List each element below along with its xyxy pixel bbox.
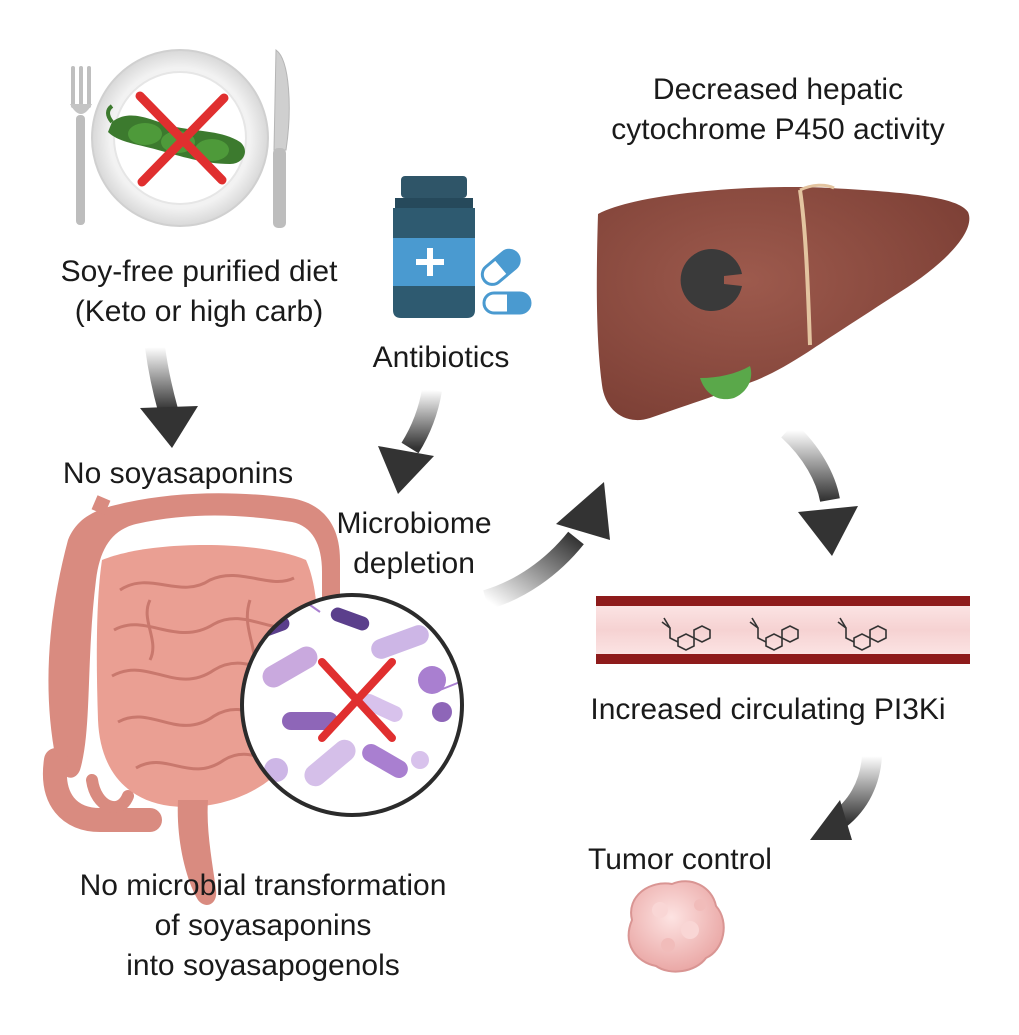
arrow-microbiome-to-liver (482, 482, 610, 610)
antibiotics-label: Antibiotics (372, 341, 510, 374)
transformation-label-line3: into soyasapogenols (126, 949, 400, 982)
diet-label-line1: Soy-free purified diet (60, 255, 338, 288)
cross-icon (135, 91, 229, 187)
arrow-antibiotics-to-microbiome (378, 388, 442, 494)
tumor-icon (627, 880, 725, 973)
bacterium (361, 694, 403, 722)
pill-bottle-icon (393, 176, 475, 318)
liver-label-line2: cytochrome P450 activity (611, 113, 945, 146)
bacterium (432, 702, 452, 722)
transformation-label-line2: of soyasaponins (154, 909, 372, 942)
transformation-label-line1: No microbial transformation (79, 869, 447, 902)
tumor-control-label: Tumor control (588, 843, 772, 876)
bacterium (330, 607, 370, 631)
fork-icon (70, 66, 92, 225)
diet-label: Soy-free purified diet (Keto or high car… (28, 252, 370, 332)
bacterium (362, 744, 408, 778)
bacterium (411, 751, 429, 769)
cross-icon (318, 658, 396, 742)
knife-icon (273, 49, 290, 228)
liver-icon (596, 183, 970, 421)
microbiome-label-line2: depletion (353, 547, 475, 580)
no-soyasaponins-label: No soyasaponins (62, 457, 294, 490)
bacterium (304, 739, 356, 787)
liver-label: Decreased hepatic cytochrome P450 activi… (572, 70, 984, 150)
liver-label-line1: Decreased hepatic (652, 73, 904, 106)
transformation-label: No microbial transformation of soyasapon… (36, 866, 490, 986)
capsule-icon (480, 248, 532, 315)
bacterium (371, 625, 429, 659)
cyp450-icon (680, 249, 742, 311)
microbiome-label-line1: Microbiome (336, 507, 492, 540)
bacterium (262, 646, 318, 688)
arrow-vessel-to-tumor (810, 754, 882, 840)
bacterium (418, 666, 446, 694)
blood-vessel-icon (596, 596, 970, 664)
arrow-diet-to-nosoy (140, 345, 198, 448)
pi3ki-label: Increased circulating PI3Ki (590, 693, 946, 726)
microbiome-depletion-label: Microbiome depletion (314, 504, 514, 584)
diet-label-line2: (Keto or high carb) (74, 295, 324, 328)
bacterium (282, 712, 338, 730)
arrow-liver-to-vessel (781, 422, 858, 556)
pi3ki-molecule-icon (661, 617, 887, 651)
